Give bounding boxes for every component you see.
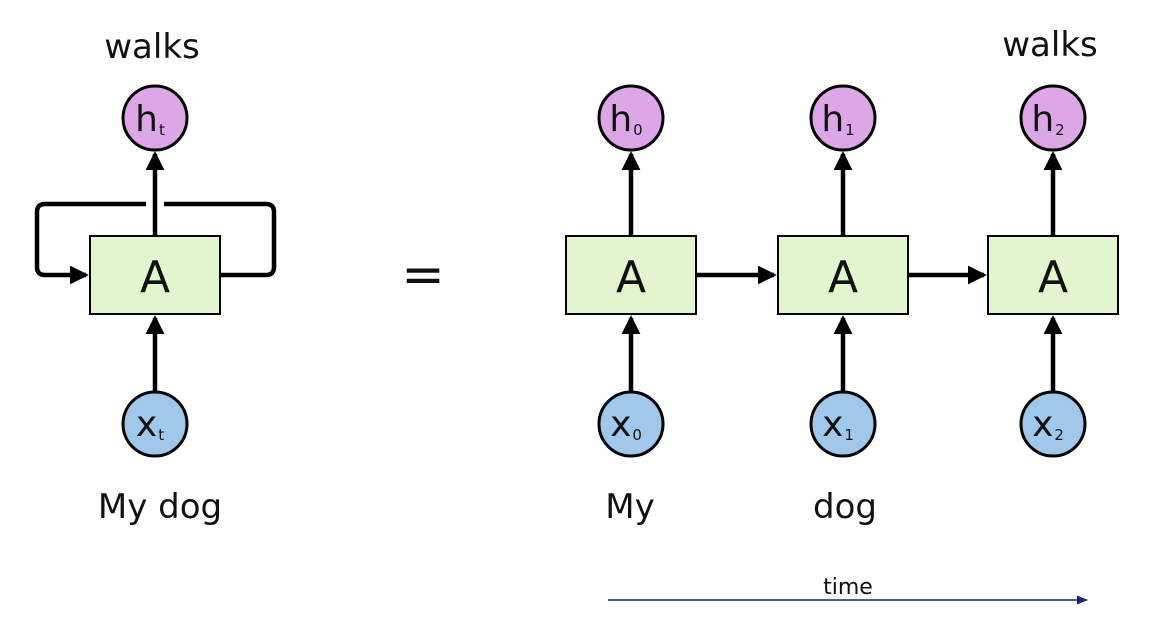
equals-sign: =: [401, 245, 445, 305]
input-node-1: [809, 390, 877, 458]
rolled-cell: [89, 235, 221, 315]
hidden-label-1: h1: [821, 99, 854, 140]
hidden-node-1: [809, 84, 877, 152]
input-word-1: dog: [813, 487, 877, 527]
cell-0: [565, 235, 697, 315]
rolled-recurrent-loop: [34, 201, 277, 275]
rolled-output-word: walks: [104, 27, 200, 67]
time-axis: time: [608, 575, 1089, 605]
cell-2: [987, 235, 1119, 315]
cell-1: [777, 235, 909, 315]
rolled-rnn: walks ht A xt My dog: [34, 27, 277, 527]
unrolled-rnn: h0 A x0 My h1 A x1: [565, 25, 1119, 527]
rolled-hidden-node: [121, 84, 189, 152]
rolled-cell-label: A: [140, 252, 170, 303]
input-node-0: [597, 390, 665, 458]
cell-label-1: A: [828, 252, 858, 303]
hidden-node-2: [1019, 84, 1087, 152]
rolled-hidden-label: ht: [135, 99, 165, 140]
time-step-0: h0 A x0 My: [565, 84, 697, 527]
hidden-label-2: h2: [1031, 99, 1064, 140]
rolled-input-label: xt: [136, 404, 164, 445]
output-word-2: walks: [1002, 25, 1098, 65]
cell-label-0: A: [616, 252, 646, 303]
input-label-2: x2: [1032, 404, 1064, 445]
input-node-2: [1019, 390, 1087, 458]
rolled-input-node: [121, 390, 189, 458]
time-label: time: [823, 575, 873, 600]
time-step-1: h1 A x1 dog: [777, 84, 909, 527]
input-label-0: x0: [610, 404, 642, 445]
input-word-0: My: [605, 487, 654, 527]
cell-label-2: A: [1038, 252, 1068, 303]
hidden-label-0: h0: [609, 99, 642, 140]
hidden-node-0: [597, 84, 665, 152]
time-step-2: walks h2 A x2: [987, 25, 1119, 458]
input-label-1: x1: [822, 404, 854, 445]
rolled-input-word: My dog: [98, 487, 222, 527]
